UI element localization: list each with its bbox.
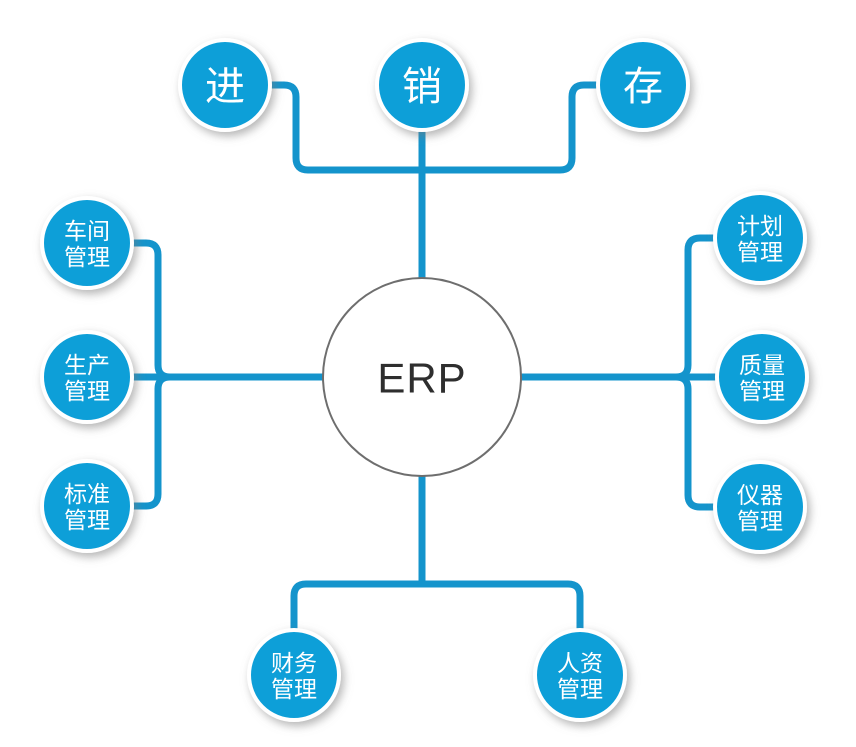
node-jihua-circle — [713, 191, 807, 285]
node-xiao-circle — [375, 38, 469, 132]
node-yiqi[interactable]: 仪器 管理 — [713, 460, 807, 554]
node-caiwu-circle — [247, 628, 341, 722]
node-yiqi-label-line2: 管理 — [737, 508, 783, 534]
connector-bottom-right-branch — [422, 580, 584, 630]
node-biaozhun[interactable]: 标准 管理 — [40, 459, 134, 553]
node-shengchan-label-line1: 生产 — [64, 352, 110, 378]
node-renzi-label-line1: 人资 — [557, 650, 603, 676]
node-jin-circle — [178, 38, 272, 132]
node-zhiliang-circle — [715, 330, 809, 424]
node-caiwu-label-line1: 财务 — [271, 650, 317, 676]
connector-bottom-left-branch — [290, 580, 422, 630]
node-renzi-label-line2: 管理 — [557, 676, 603, 702]
node-zhiliang-label-line1: 质量 — [739, 352, 785, 378]
center-node-label: ERP — [377, 355, 466, 402]
connector-top-right-branch — [422, 81, 598, 174]
node-zhiliang-label-line2: 管理 — [739, 378, 785, 404]
connector-right-upper-branch — [666, 234, 715, 381]
node-renzi[interactable]: 人资 管理 — [533, 628, 627, 722]
node-xiao[interactable]: 销 — [375, 38, 469, 132]
node-chejian-label-line1: 车间 — [64, 218, 110, 244]
node-jin-label: 进 — [205, 65, 245, 109]
node-yiqi-label-line1: 仪器 — [737, 482, 783, 508]
center-node-circle — [322, 277, 522, 477]
node-caiwu[interactable]: 财务 管理 — [247, 628, 341, 722]
node-biaozhun-label-line1: 标准 — [64, 481, 110, 507]
node-chejian-circle — [40, 196, 134, 290]
node-cun-label: 存 — [623, 65, 663, 109]
node-caiwu-label-line2: 管理 — [271, 676, 317, 702]
node-jihua[interactable]: 计划 管理 — [713, 191, 807, 285]
node-xiao-label: 销 — [402, 65, 442, 109]
node-jin[interactable]: 进 — [178, 38, 272, 132]
node-biaozhun-circle — [40, 459, 134, 553]
node-shengchan-label-line2: 管理 — [64, 378, 110, 404]
center-node-erp[interactable]: ERP — [322, 277, 522, 477]
node-jihua-label-line1: 计划 — [737, 213, 783, 239]
connector-top-left-branch — [270, 81, 422, 174]
node-renzi-circle — [533, 628, 627, 722]
connector-right-lower-branch — [666, 373, 715, 511]
node-yiqi-circle — [713, 460, 807, 554]
connector-layer — [132, 81, 717, 630]
connector-left-lower-branch — [132, 373, 180, 510]
node-chejian[interactable]: 车间 管理 — [40, 196, 134, 290]
node-cun[interactable]: 存 — [596, 38, 690, 132]
node-shengchan-circle — [40, 330, 134, 424]
node-shengchan[interactable]: 生产 管理 — [40, 330, 134, 424]
node-cun-circle — [596, 38, 690, 132]
node-zhiliang[interactable]: 质量 管理 — [715, 330, 809, 424]
node-biaozhun-label-line2: 管理 — [64, 507, 110, 533]
node-chejian-label-line2: 管理 — [64, 244, 110, 270]
node-jihua-label-line2: 管理 — [737, 239, 783, 265]
connector-left-upper-branch — [132, 239, 180, 381]
